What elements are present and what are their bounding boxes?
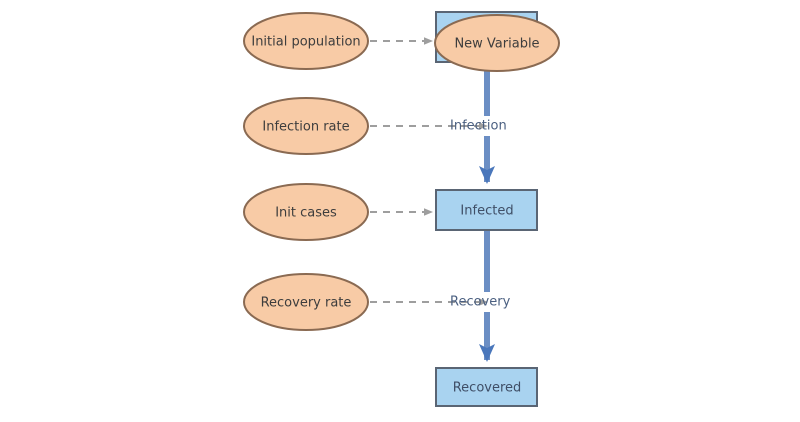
variable-infection-rate-ellipse[interactable] <box>243 97 369 155</box>
variable-recovery-rate-ellipse[interactable] <box>243 273 369 331</box>
variable-infection-rate[interactable]: Infection rate <box>243 97 369 155</box>
variable-initial-population-ellipse[interactable] <box>243 12 369 70</box>
variable-initial-population[interactable]: Initial population <box>243 12 369 70</box>
variable-init-cases-ellipse[interactable] <box>243 183 369 241</box>
stock-infected[interactable]: Infected <box>435 189 538 231</box>
flow-recovery-label[interactable]: Recovery <box>450 295 511 310</box>
flow-infection-label[interactable]: Infection <box>450 119 507 134</box>
stock-recovered[interactable]: Recovered <box>435 367 538 407</box>
stock-infected-rect[interactable] <box>435 189 538 231</box>
stock-recovered-label: Recovered <box>453 381 522 396</box>
variable-init-cases[interactable]: Init cases <box>243 183 369 241</box>
variable-infection-rate-label: Infection rate <box>262 120 349 135</box>
variable-new-variable[interactable]: New Variable <box>434 14 560 72</box>
variable-recovery-rate-label: Recovery rate <box>261 296 352 311</box>
variable-initial-population-label: Initial population <box>251 35 360 50</box>
variable-recovery-rate[interactable]: Recovery rate <box>243 273 369 331</box>
variable-new-variable-ellipse[interactable] <box>434 14 560 72</box>
stock-infected-label: Infected <box>460 204 513 219</box>
stock-recovered-rect[interactable] <box>435 367 538 407</box>
variable-new-variable-label: New Variable <box>454 37 539 52</box>
variable-init-cases-label: Init cases <box>275 206 337 221</box>
